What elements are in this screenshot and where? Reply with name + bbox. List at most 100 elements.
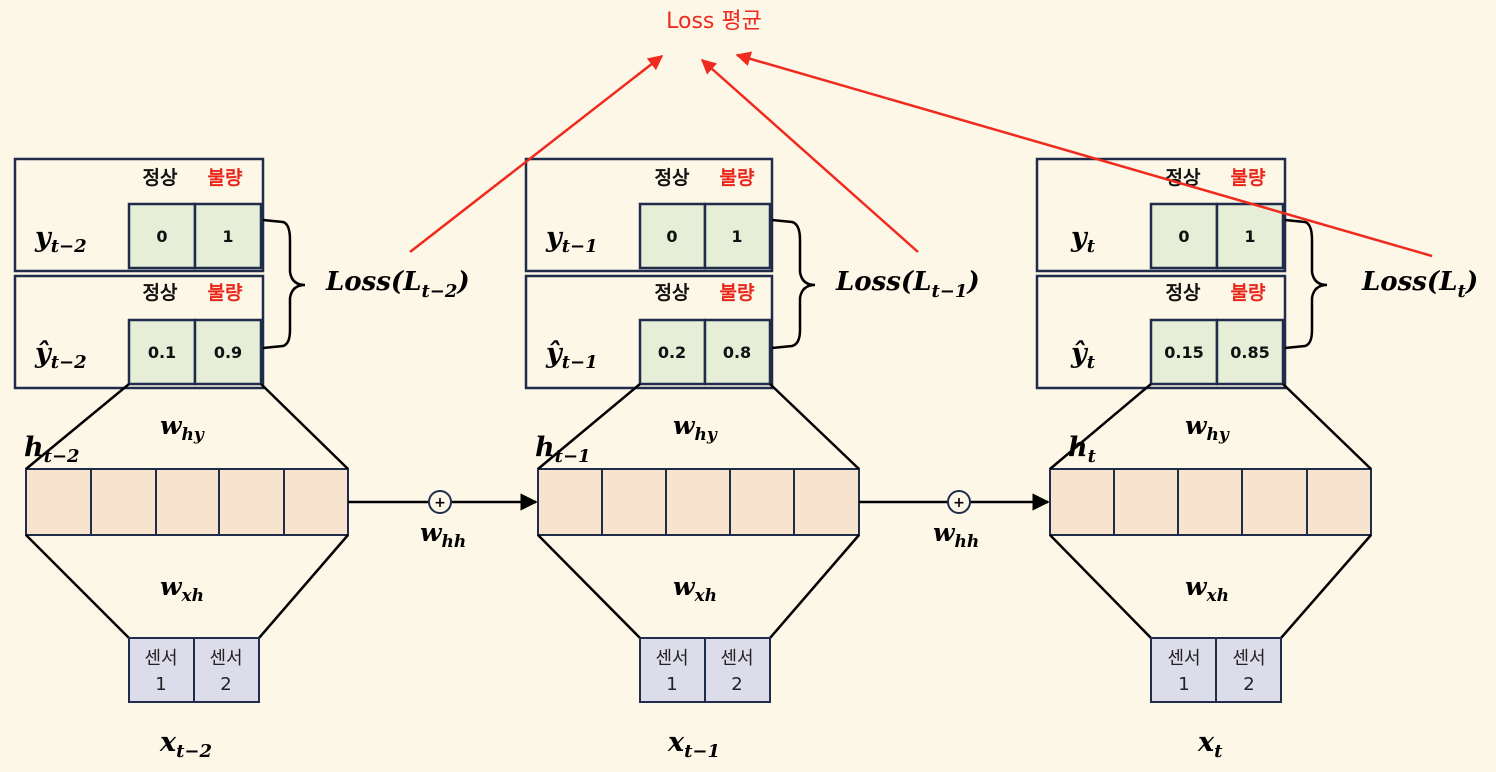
yhat-cell-defect <box>193 318 263 386</box>
connector-line <box>260 383 349 470</box>
loss-label: Loss(Lt−1) <box>835 267 980 302</box>
sensor-cell <box>1215 637 1282 703</box>
w-hy-label: why <box>1185 411 1230 445</box>
sensor-number: 2 <box>1243 674 1254 695</box>
y-cell-defect <box>1215 202 1285 270</box>
w-xh-label: wxh <box>1185 572 1229 606</box>
connector-line <box>1280 534 1372 639</box>
sensor-name: 센서 <box>209 648 242 669</box>
connector-line <box>769 534 860 639</box>
y-cell-defect <box>193 202 263 270</box>
yhat-cell-normal <box>127 318 197 386</box>
h-label: ht−2 <box>24 432 80 467</box>
y-cell-normal <box>127 202 197 270</box>
header-defect: 불량 <box>1231 167 1266 189</box>
hidden-cell <box>155 468 220 536</box>
hidden-cell <box>1049 468 1115 536</box>
y-cell-defect <box>703 202 772 270</box>
loss-arrow <box>735 51 1433 258</box>
header-defect: 불량 <box>208 167 243 189</box>
y-value-defect: 1 <box>222 227 233 246</box>
connector-line <box>537 383 641 470</box>
header-normal: 정상 <box>1166 282 1201 304</box>
h-label: ht−1 <box>535 432 591 467</box>
sensor-number: 2 <box>731 674 742 695</box>
hidden-cell <box>665 468 731 536</box>
sensor-number: 2 <box>220 674 231 695</box>
hidden-cell <box>283 468 349 536</box>
yhat-value-normal: 0.2 <box>658 343 686 362</box>
hidden-cell <box>90 468 157 536</box>
sensor-number: 1 <box>1178 674 1189 695</box>
header-defect: 불량 <box>208 282 243 304</box>
timestep-t-minus-1: 정상 불량 정상 불량 0 1 0.2 0.8 yt−1 ŷt−1 Loss(L… <box>524 157 980 762</box>
yhat-label: ŷt−1 <box>545 338 598 373</box>
yhat-value-defect: 0.8 <box>723 343 751 362</box>
sensor-cell <box>704 637 771 703</box>
plus-icon <box>947 490 971 514</box>
loss-label: Loss(Lt−2) <box>325 267 470 302</box>
loss-arrow <box>409 55 664 253</box>
w-xh-label: wxh <box>160 572 204 606</box>
sensor-name: 센서 <box>655 648 688 669</box>
connector-line <box>537 534 641 639</box>
y-label: yt <box>1070 222 1096 257</box>
plus-sign: + <box>434 495 446 511</box>
yhat-label: ŷt−2 <box>34 338 87 373</box>
y-label: yt−2 <box>34 222 87 257</box>
yhat-label: ŷt <box>1070 338 1096 373</box>
h-label: ht <box>1068 432 1097 467</box>
connector-line <box>1049 534 1152 639</box>
loss-average-title: Loss 평균 <box>666 9 762 34</box>
y-cell-normal <box>638 202 707 270</box>
header-normal: 정상 <box>143 282 178 304</box>
header-defect: 불량 <box>720 282 755 304</box>
hidden-cell <box>601 468 667 536</box>
hidden-cell <box>218 468 285 536</box>
hidden-cell <box>1306 468 1372 536</box>
yhat-cell-normal <box>1149 318 1219 386</box>
yhat-value-normal: 0.15 <box>1164 343 1203 362</box>
header-normal: 정상 <box>143 167 178 189</box>
y-value-normal: 0 <box>666 227 677 246</box>
sensor-cell <box>193 637 260 703</box>
loss-brace <box>1284 218 1328 350</box>
hidden-cell <box>793 468 860 536</box>
hidden-cell <box>1241 468 1308 536</box>
plus-icon <box>428 490 452 514</box>
connector-line <box>769 383 860 470</box>
hidden-cell <box>25 468 92 536</box>
sensor-name: 센서 <box>720 648 753 669</box>
loss-brace <box>262 218 306 350</box>
w-hy-label: why <box>673 411 718 445</box>
sensor-name: 센서 <box>1232 648 1265 669</box>
y-value-normal: 0 <box>1178 227 1189 246</box>
x-label: xt <box>1197 727 1223 762</box>
connector-line <box>1049 383 1152 470</box>
plus-sign: + <box>953 495 965 511</box>
x-label: xt−1 <box>667 727 720 762</box>
header-defect: 불량 <box>1231 282 1266 304</box>
connector-line <box>1282 383 1372 470</box>
yhat-value-defect: 0.9 <box>214 343 242 362</box>
w-xh-label: wxh <box>673 572 717 606</box>
header-normal: 정상 <box>655 167 690 189</box>
loss-brace <box>771 218 816 350</box>
y-value-defect: 1 <box>1244 227 1255 246</box>
header-normal: 정상 <box>1166 167 1201 189</box>
y-cell-normal <box>1149 202 1219 270</box>
loss-arrow <box>700 59 919 253</box>
yhat-value-normal: 0.1 <box>148 343 176 362</box>
sensor-name: 센서 <box>144 648 177 669</box>
hidden-cell <box>729 468 795 536</box>
header-normal: 정상 <box>655 282 690 304</box>
sensor-cell <box>128 637 195 703</box>
yhat-value-defect: 0.85 <box>1230 343 1269 362</box>
yhat-cell-defect <box>1215 318 1285 386</box>
timestep-t-minus-2: 정상 불량 정상 불량 0 1 0.1 0.9 yt−2 ŷt−2 Loss(L… <box>13 157 470 762</box>
sensor-name: 센서 <box>1167 648 1200 669</box>
hidden-cell <box>1113 468 1179 536</box>
connector-line <box>25 534 130 639</box>
w-hy-label: why <box>160 411 205 445</box>
